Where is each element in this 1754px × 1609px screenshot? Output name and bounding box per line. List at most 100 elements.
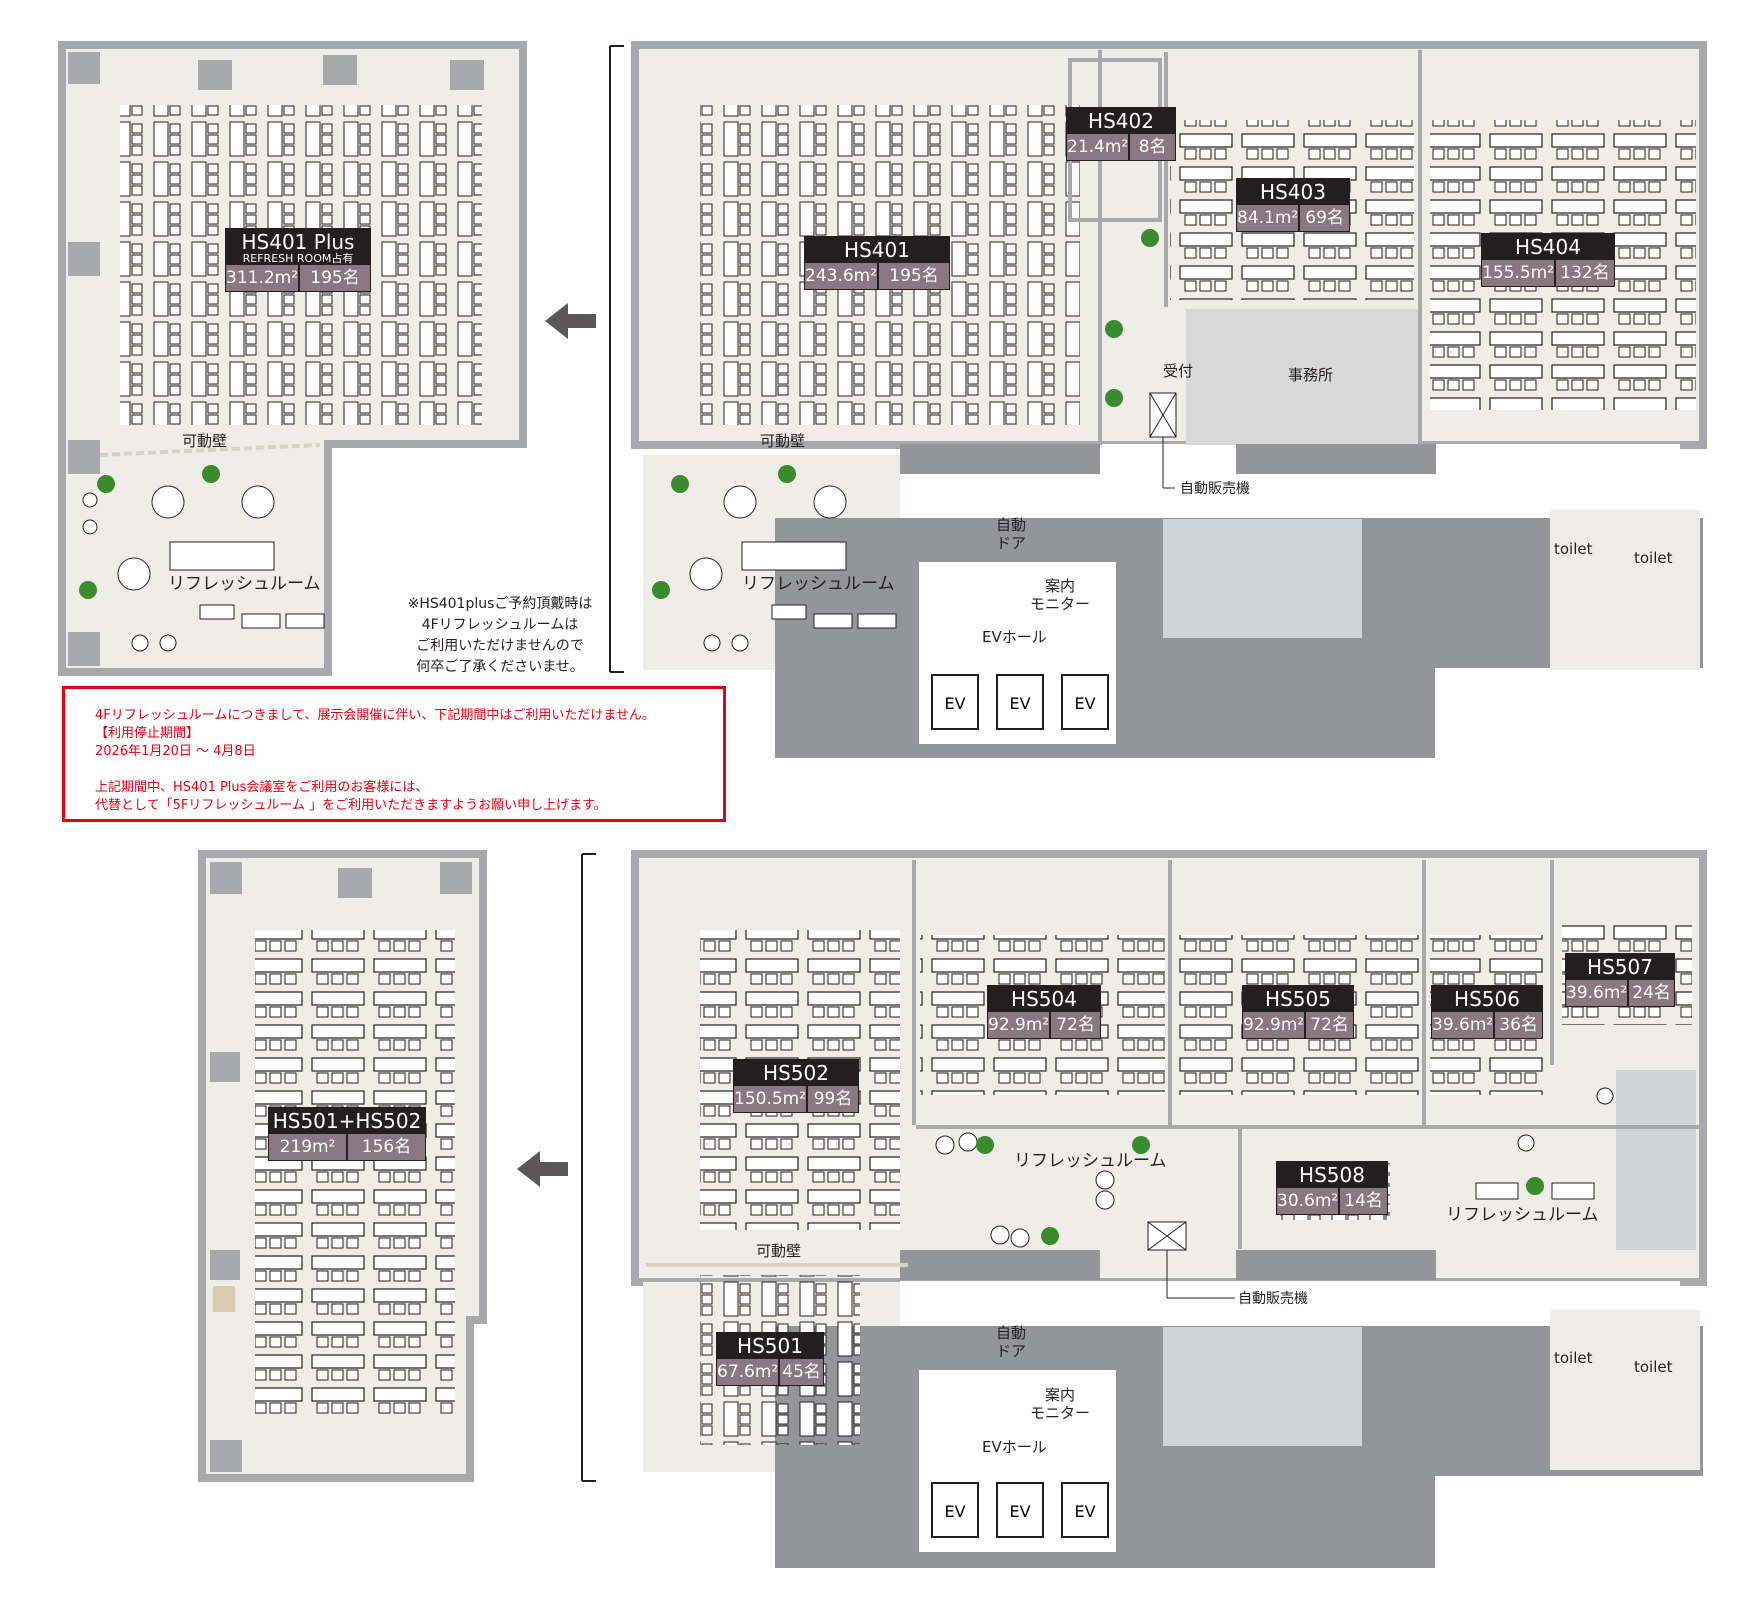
refresh-room-label: リフレッシュルーム <box>1014 1151 1167 1171</box>
refresh-room-label: リフレッシュルーム <box>742 574 895 594</box>
monitor-line: 案内 <box>1045 1386 1076 1404</box>
room-area: 39.6m² <box>1566 980 1630 1006</box>
room-area: 30.6m² <box>1277 1188 1341 1214</box>
room-area: 243.6m² <box>805 263 880 289</box>
room-name: HS507 <box>1587 955 1653 979</box>
reception-label: 受付 <box>1163 362 1194 380</box>
elevator: EV <box>996 1482 1044 1538</box>
room-area: 67.6m² <box>717 1359 781 1385</box>
guide-monitor-label: 案内モニター <box>1030 1386 1090 1422</box>
room-name: HS508 <box>1299 1163 1365 1187</box>
notice-line: 上記期間中、HS401 Plus会議室をご利用のお客様には、 <box>95 780 429 795</box>
room-name: HS501 <box>737 1334 803 1358</box>
room-capacity: 99名 <box>813 1089 853 1109</box>
room-name: HS504 <box>1011 987 1077 1011</box>
movable-wall-label: 可動壁 <box>756 1242 802 1260</box>
monitor-line: 案内 <box>1045 577 1076 595</box>
room-label-hs401[interactable]: HS401 243.6m² 195名 <box>804 236 950 290</box>
vending-machine-label: 自動販売機 <box>1180 481 1250 497</box>
ev-hall-label: EVホール <box>982 628 1047 646</box>
room-area: 92.9m² <box>988 1012 1052 1038</box>
room-name: HS402 <box>1088 109 1154 133</box>
room-name: HS403 <box>1260 180 1326 204</box>
monitor-line: モニター <box>1030 1404 1091 1422</box>
room-capacity: 8名 <box>1138 137 1167 157</box>
elevator: EV <box>931 1482 979 1538</box>
elevator: EV <box>931 674 979 730</box>
refresh-room-label: リフレッシュルーム <box>1446 1205 1599 1225</box>
auto-door-label: 自動ドア <box>996 1324 1026 1360</box>
movable-wall-label: 可動壁 <box>760 432 806 450</box>
note-line: ※HS401plusご予約頂戴時は <box>407 596 593 612</box>
room-name: HS502 <box>763 1061 829 1085</box>
room-capacity: 195名 <box>889 266 939 286</box>
room-capacity: 72名 <box>1310 1015 1349 1035</box>
vending-machine-label: 自動販売機 <box>1238 1291 1308 1307</box>
room-name: HS404 <box>1515 235 1581 259</box>
monitor-line: モニター <box>1030 595 1091 613</box>
elevator: EV <box>1061 674 1109 730</box>
auto-door-line: 自動 <box>996 1324 1027 1342</box>
refresh-room-label: リフレッシュルーム <box>168 574 321 594</box>
room-name: HS505 <box>1265 987 1331 1011</box>
notice-spacer <box>95 761 723 779</box>
office-label: 事務所 <box>1288 366 1334 384</box>
ev-hall-label: EVホール <box>982 1438 1047 1456</box>
auto-door-label: 自動ドア <box>996 516 1026 552</box>
room-capacity: 69名 <box>1305 208 1344 228</box>
room-area: 155.5m² <box>1482 260 1557 286</box>
toilet-label: toilet <box>1634 1358 1673 1376</box>
room-capacity: 45名 <box>782 1362 821 1382</box>
note-line: ご利用いただけませんので <box>416 638 584 654</box>
room-label-hs501-hs502[interactable]: HS501+HS502 219m² 156名 <box>268 1107 426 1161</box>
notice-line: 4Fリフレッシュルームにつきまして、展示会開催に伴い、下記期間中はご利用いただけ… <box>95 708 655 723</box>
room-label-hs402[interactable]: HS402 21.4m² 8名 <box>1066 107 1176 161</box>
room-label-hs401-plus[interactable]: HS401 Plus REFRESH ROOM占有 311.2m² 195名 <box>225 228 371 292</box>
auto-door-line: 自動 <box>996 516 1027 534</box>
floor5-combined-plan <box>198 850 487 1482</box>
room-sub: REFRESH ROOM占有 <box>242 252 354 265</box>
room-capacity: 132名 <box>1560 263 1610 283</box>
room-capacity: 36名 <box>1499 1015 1538 1035</box>
room-capacity: 72名 <box>1056 1015 1095 1035</box>
room-area: 39.6m² <box>1432 1012 1496 1038</box>
room-area: 21.4m² <box>1067 134 1131 160</box>
room-area: 219m² <box>269 1134 348 1160</box>
notice-line: 【利用停止期間】 <box>95 726 200 741</box>
toilet-label: toilet <box>1554 540 1593 558</box>
movable-wall-label: 可動壁 <box>182 432 228 450</box>
auto-door-line: ドア <box>996 534 1027 552</box>
room-area: 92.9m² <box>1243 1012 1307 1038</box>
room-area: 150.5m² <box>734 1086 809 1112</box>
floor4-plus-plan <box>58 41 527 676</box>
reservation-note: ※HS401plusご予約頂戴時は 4Fリフレッシュルームは ご利用いただけませ… <box>402 594 598 678</box>
toilet-label: toilet <box>1634 549 1673 567</box>
room-area: 311.2m² <box>226 265 301 291</box>
note-line: 4Fリフレッシュルームは <box>421 617 579 633</box>
room-area: 84.1m² <box>1237 205 1301 231</box>
arrow-left-icon <box>517 1151 568 1187</box>
plant-icons <box>79 229 1544 1245</box>
closure-notice: 4Fリフレッシュルームにつきまして、展示会開催に伴い、下記期間中はご利用いただけ… <box>62 686 726 822</box>
room-name: HS401 Plus <box>241 230 355 254</box>
elevator: EV <box>1061 1482 1109 1538</box>
notice-line: 2026年1月20日 ～ 4月8日 <box>95 744 256 759</box>
room-name: HS501+HS502 <box>272 1109 422 1133</box>
room-capacity: 156名 <box>361 1137 412 1157</box>
room-name: HS401 <box>844 238 910 262</box>
room-name: HS506 <box>1454 987 1520 1011</box>
elevator: EV <box>996 674 1044 730</box>
notice-line: 代替として「5Fリフレッシュルーム 」をご利用いただきますようお願い申し上げます… <box>95 798 607 813</box>
auto-door-line: ドア <box>996 1342 1027 1360</box>
room-capacity: 195名 <box>310 268 360 288</box>
room-capacity: 14名 <box>1344 1191 1383 1211</box>
